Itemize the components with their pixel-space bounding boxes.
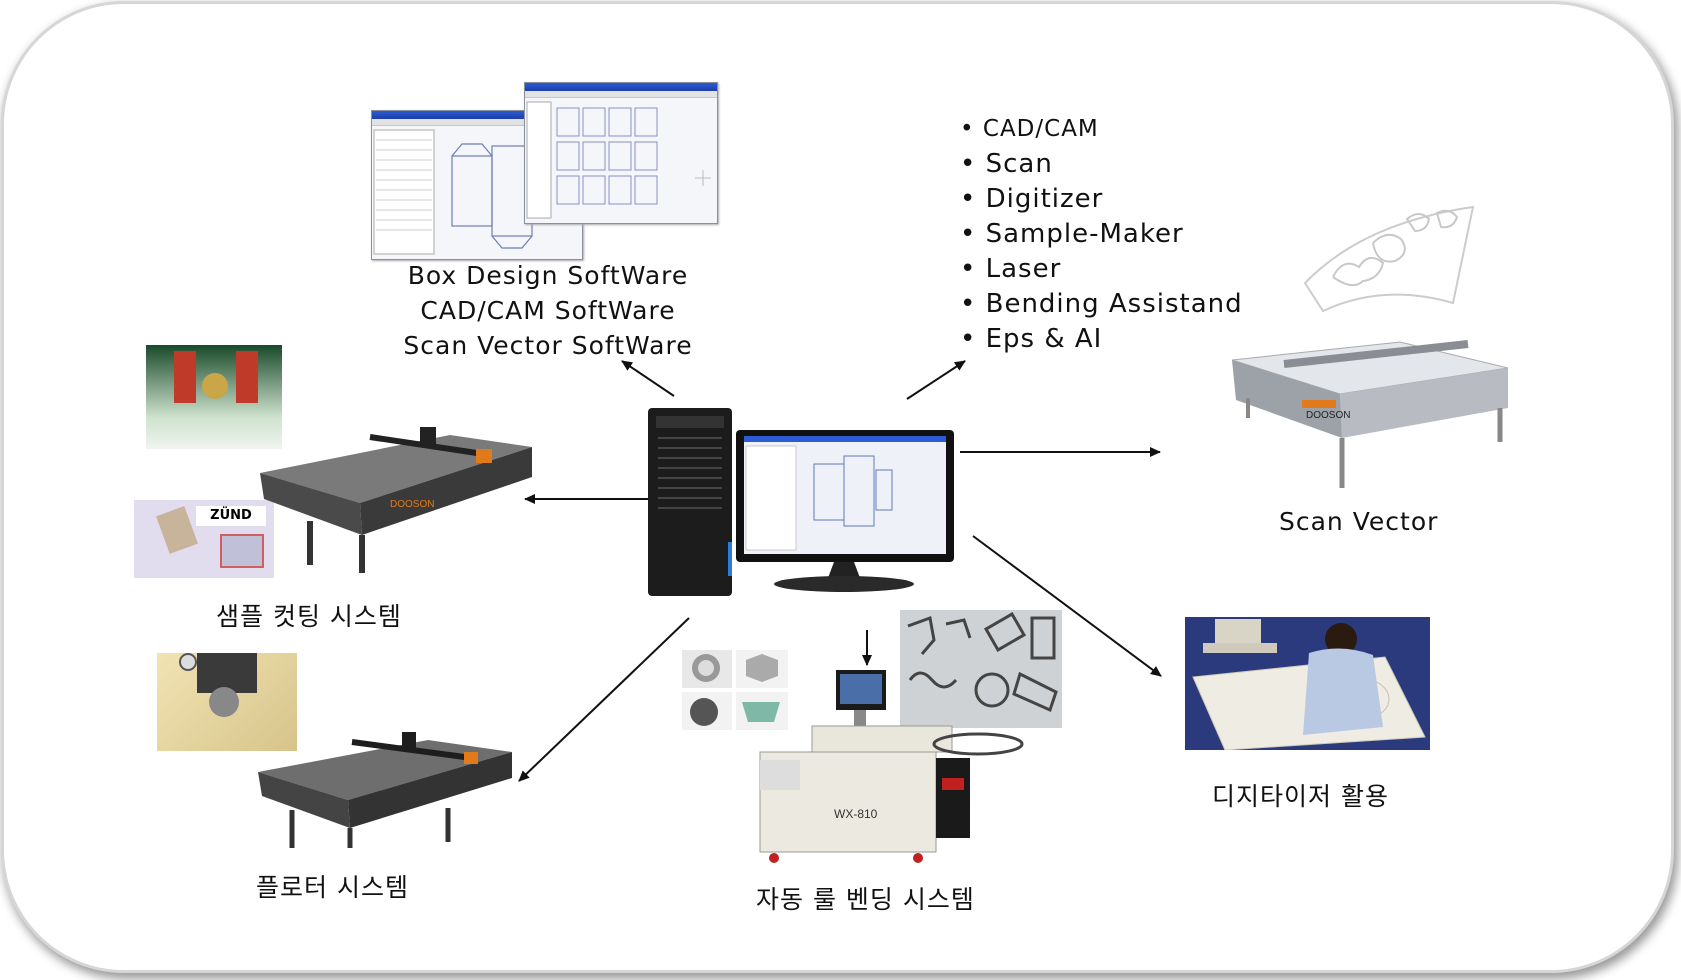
digitizer-label: 디지타이저 활용 xyxy=(1212,782,1389,811)
rule-bending-label: 자동 룰 벤딩 시스템 xyxy=(756,885,975,914)
feature-item: CAD/CAM xyxy=(960,112,1243,147)
scan-outline-sketch xyxy=(1303,205,1475,313)
feature-item: Laser xyxy=(960,252,1243,287)
box-design-label: Box Design SoftWare xyxy=(407,261,689,290)
monitor-stand xyxy=(828,562,860,578)
bending-samples-photo xyxy=(682,650,788,730)
cadcam-label: CAD/CAM SoftWare xyxy=(420,296,676,325)
scan-vector-software-label: Scan Vector SoftWare xyxy=(403,331,693,360)
plotter-head-photo xyxy=(157,653,297,751)
pc-tower xyxy=(648,408,732,596)
feature-item: Eps & AI xyxy=(960,322,1243,357)
software-labels: Box Design SoftWare CAD/CAM SoftWare Sca… xyxy=(388,258,708,363)
feature-item: Bending Assistand xyxy=(960,287,1243,322)
dooson-logo-1: DOOSON xyxy=(390,499,434,510)
bending-shapes-photo xyxy=(900,610,1062,728)
central-pc xyxy=(648,408,954,596)
bender-model-label: WX-810 xyxy=(834,807,878,821)
cutter-head-photo xyxy=(146,345,282,449)
feature-list: CAD/CAM Scan Digitizer Sample-Maker Lase… xyxy=(960,112,1243,357)
rule-bending-machine: WX-810 xyxy=(759,670,1024,863)
sample-cutting-machine: DOOSON xyxy=(260,427,532,573)
dooson-logo-2: DOOSON xyxy=(1306,410,1350,421)
plotter-label: 플로터 시스템 xyxy=(256,873,409,902)
scan-vector-machine: DOOSON xyxy=(1231,340,1509,488)
feature-item: Sample-Maker xyxy=(960,217,1243,252)
feature-item: Digitizer xyxy=(960,182,1243,217)
zund-logo: ZÜND xyxy=(196,506,266,526)
sample-cutting-label: 샘플 컷팅 시스템 xyxy=(216,602,402,631)
digitizer-photo xyxy=(1185,617,1430,750)
zund-sample-photo: ZÜND xyxy=(134,500,274,578)
software-screenshot-2 xyxy=(524,82,718,224)
feature-item: Scan xyxy=(960,147,1243,182)
plotter-machine xyxy=(258,732,512,848)
scan-vector-label: Scan Vector xyxy=(1279,507,1439,536)
